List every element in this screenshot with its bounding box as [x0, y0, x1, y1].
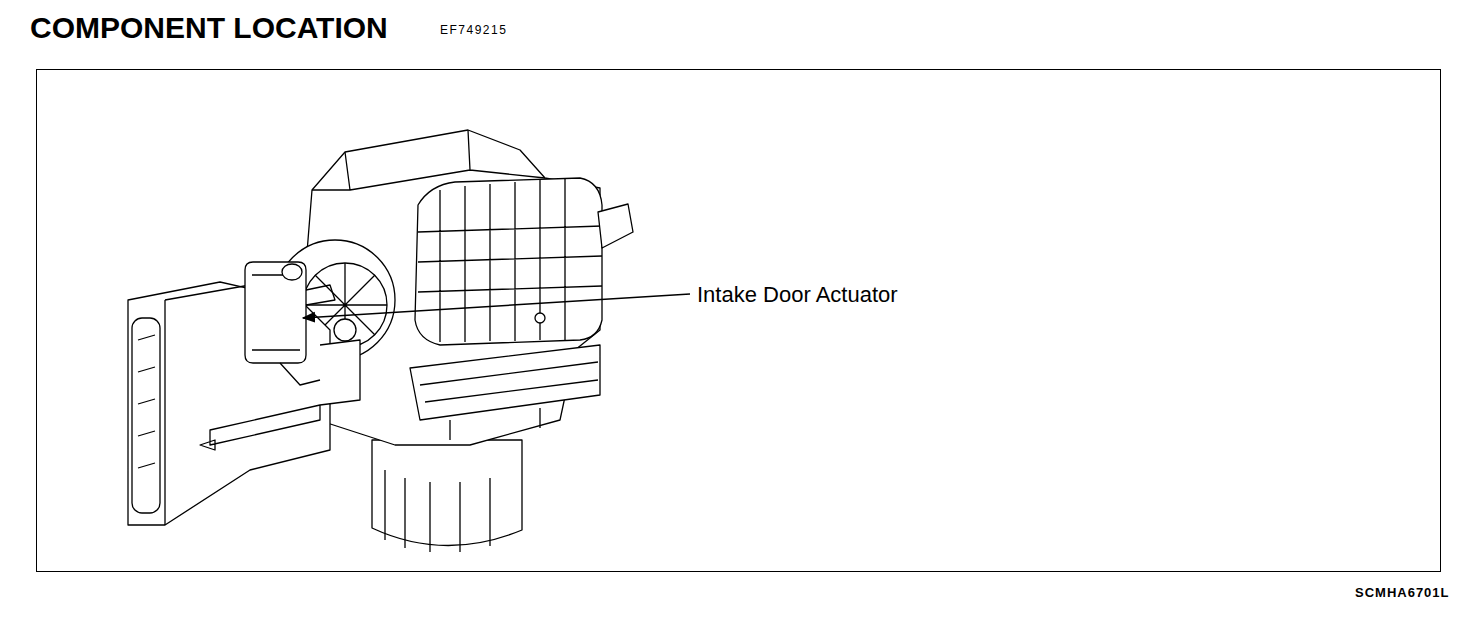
duct-opening — [132, 318, 160, 513]
duct-link — [320, 340, 360, 405]
blower-hub — [334, 319, 356, 341]
leader-line — [303, 294, 690, 318]
blower-drum — [372, 440, 522, 546]
drum-ribs — [385, 470, 490, 552]
rail-lines — [420, 362, 598, 440]
part-name: Intake Door Actuator — [697, 284, 898, 306]
duct-edges — [165, 285, 250, 525]
duct-flange — [200, 405, 320, 450]
page-title: COMPONENT LOCATION — [30, 13, 388, 43]
actuator-link — [280, 285, 335, 385]
actuator-lines — [252, 275, 300, 350]
actuator-gear — [282, 264, 302, 280]
figure-frame — [37, 70, 1441, 572]
outlet-duct — [598, 204, 633, 248]
figure-code: SCMHA6701L — [1355, 586, 1450, 599]
grille-screw — [535, 313, 545, 323]
grille-housing — [415, 178, 602, 345]
actuator-body — [245, 262, 306, 363]
hvac-unit — [128, 130, 633, 552]
figure-code: EF749215 — [440, 24, 507, 36]
grille-ribs — [418, 179, 602, 342]
duct-slats — [138, 335, 155, 468]
